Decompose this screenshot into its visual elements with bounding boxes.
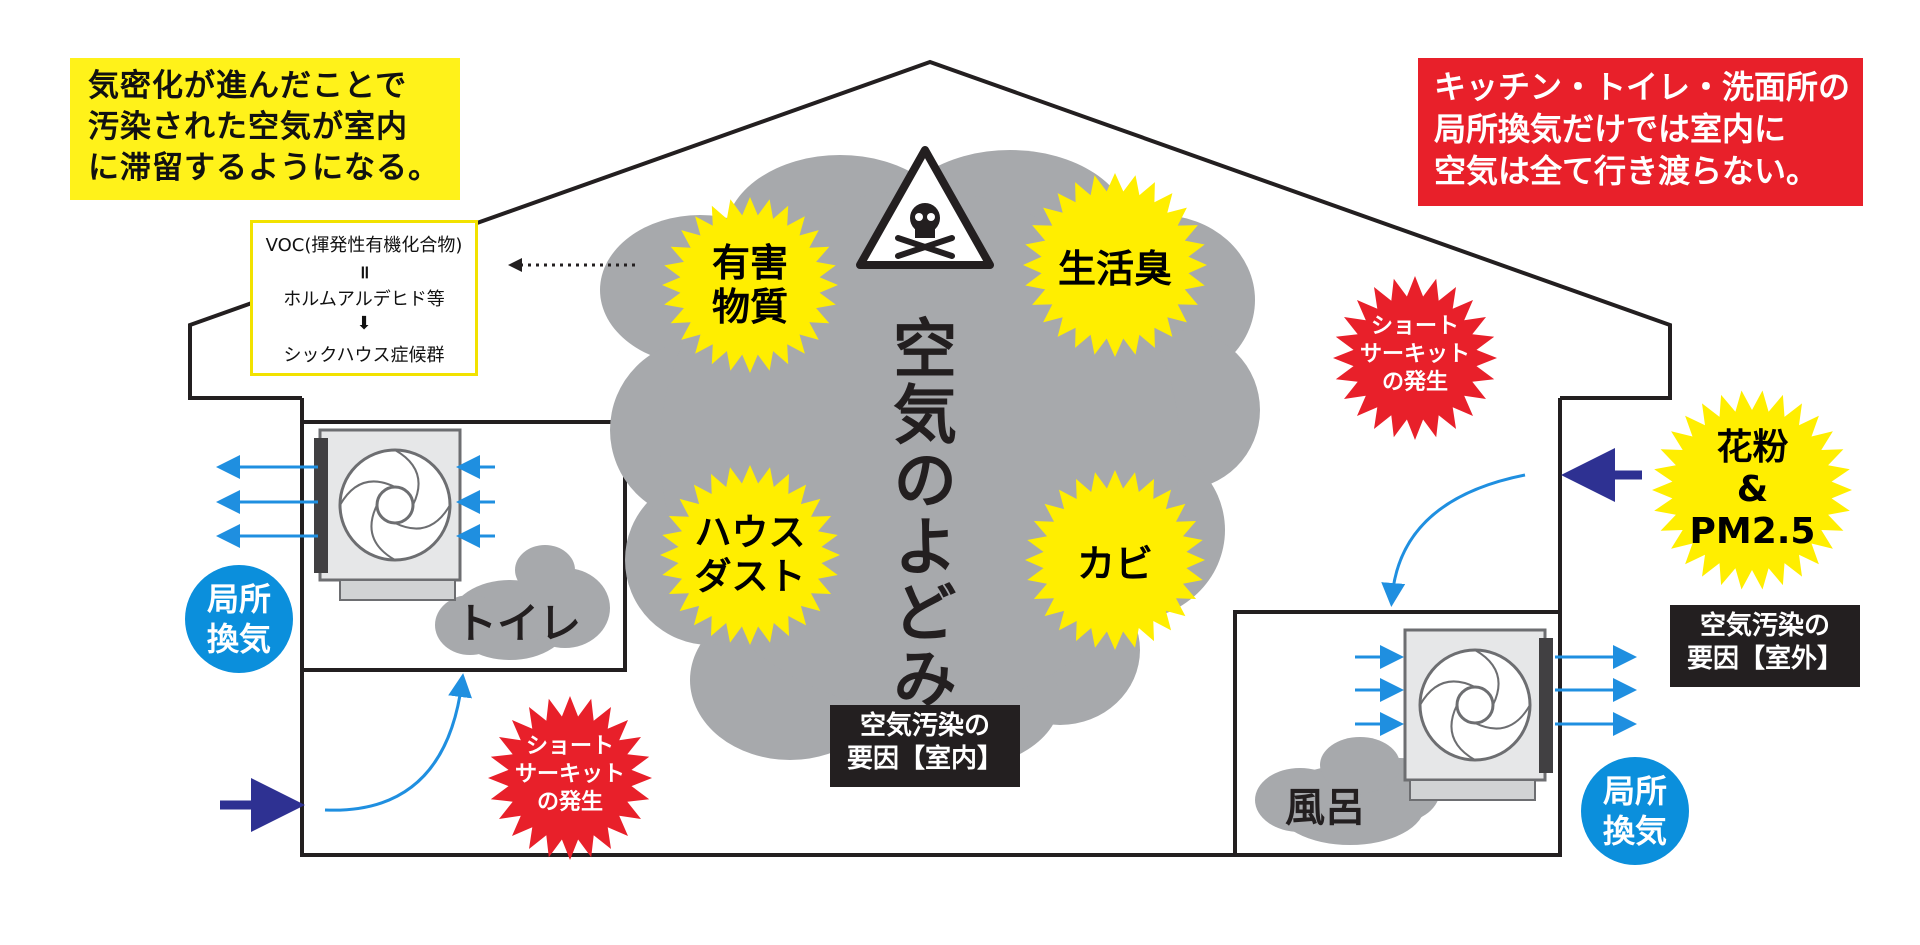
burst-short-circuit: ショート サーキット の発生 [514,734,625,815]
bath-label: 風呂 [1285,785,1365,831]
exhaust-fan-icon [314,428,462,601]
starburst-red [488,696,652,860]
voc-text: VOC(揮発性有機化合物) [265,235,463,256]
skull-warning-icon [856,146,994,269]
voc-explanation-box: VOC(揮発性有機化合物) ॥ ホルムアルデヒド等 ⬇ シックハウス症候群 [250,220,478,376]
toilet-room [300,420,627,672]
starburst-yellow [1025,470,1205,650]
starburst-red [1333,276,1497,440]
local-ventilation-badge: 局所 換気 [185,565,293,673]
burst-harmful-substances: 有害 物質 [711,241,788,329]
outdoor-cause-label: 空気汚染の 要因【室外】 [1670,605,1860,687]
local-ventilation-badge: 局所 換気 [1581,757,1689,865]
burst-living-odor: 生活臭 [1057,246,1172,291]
dotted-pointer-arrow [508,258,640,272]
indoor-cause-label: 空気汚染の 要因【室内】 [830,705,1020,787]
airflow-arrow-icon [220,448,1642,832]
burst-mold: カビ [1076,541,1153,586]
starburst-yellow [662,197,838,373]
bath-room [1233,610,1562,857]
exhaust-fan-icon [1403,628,1553,801]
local-ventilation-warning-note: キッチン・トイレ・洗面所の 局所換気だけでは室内に 空気は全て行き渡らない。 [1418,58,1863,206]
burst-house-dust: ハウス ダスト [694,511,806,598]
airtight-warning-note: 気密化が進んだことで 汚染された空気が室内 に滞留するようになる。 [70,58,460,200]
airflow-arrow-icon [216,455,1637,812]
starburst-yellow [1023,173,1207,357]
starburst-yellow [1652,390,1852,590]
bath-cloud [1255,737,1440,845]
burst-pollen-pm25: 花粉 & PM2.5 [1689,427,1816,552]
formaldehyde-text: ホルムアルデヒド等 [283,289,445,310]
equals-mark: ॥ [358,262,370,283]
center-title: 空気のよどみ [882,315,956,711]
starburst-yellow [660,465,840,645]
toilet-cloud [435,545,610,660]
sick-house-text: シックハウス症候群 [283,345,445,366]
toilet-label: トイレ [455,599,582,648]
burst-short-circuit: ショート サーキット の発生 [1359,314,1470,395]
down-arrow-icon: ⬇ [356,313,372,334]
